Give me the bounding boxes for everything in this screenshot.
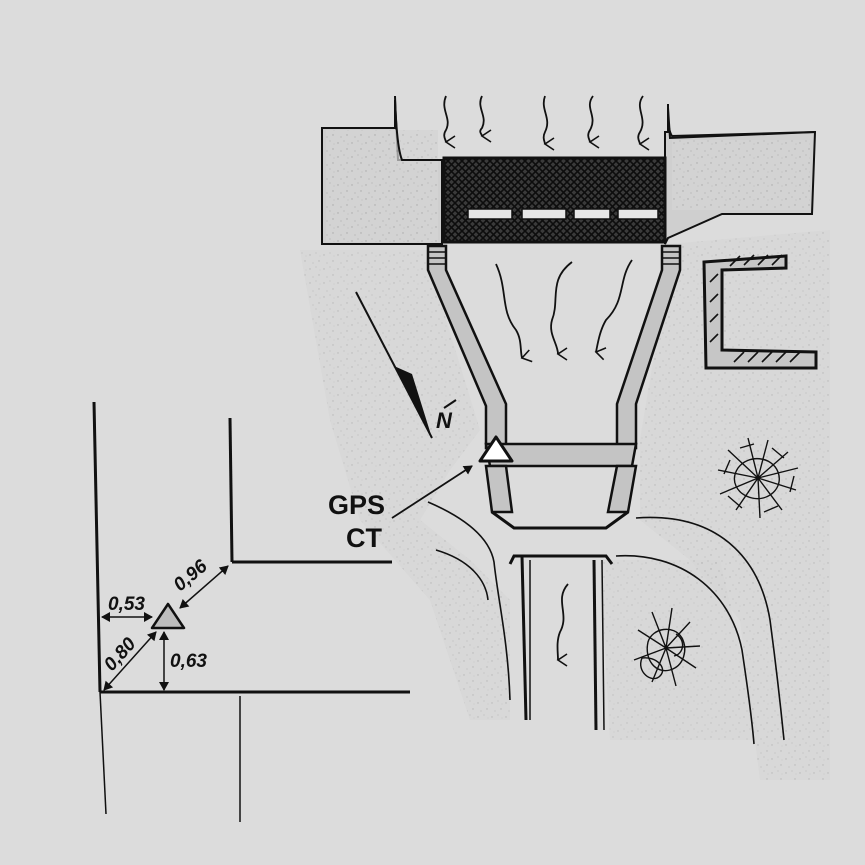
triangle-icon (150, 602, 186, 630)
dimension-lines (101, 565, 229, 691)
path-edges (427, 501, 785, 745)
north-label: N (436, 408, 453, 433)
wavy-arrow-icon (556, 583, 569, 667)
dimension-label-d2: 0,96 (170, 556, 212, 596)
shrub-icon (717, 437, 799, 519)
gps-label-line2: CT (346, 523, 382, 553)
dimension-label-d3: 0,80 (100, 633, 141, 675)
grate-inlet (442, 156, 667, 244)
triangle-icon (478, 435, 514, 463)
gps-label-line1: GPS (328, 490, 385, 520)
funnel-flow-arrows (495, 259, 633, 363)
dimension-arrow-d3 (103, 631, 157, 691)
dimension-arrow-d2 (179, 565, 229, 609)
inset-plan (92, 401, 410, 822)
wavy-arrow-icon (479, 95, 492, 143)
wavy-arrow-icon (443, 95, 456, 149)
wavy-arrow-icon (542, 95, 555, 151)
wavy-arrow-icon (550, 261, 573, 361)
north-arrow-icon: N (355, 291, 457, 439)
wavy-arrow-icon (495, 263, 533, 363)
wavy-arrow-icon (594, 259, 633, 361)
inflow-arrows (443, 95, 650, 151)
building-corner (702, 254, 818, 370)
outlet-channel (508, 554, 614, 731)
dimension-label-d1: 0,53 (108, 594, 145, 615)
wavy-arrow-icon (637, 95, 650, 151)
inset-gps-marker (150, 602, 186, 630)
shrub-icon (633, 607, 701, 687)
road-edge-line (394, 95, 442, 161)
road-edge-line-right (667, 103, 816, 138)
wavy-arrow-icon (587, 95, 600, 149)
road-surface (321, 99, 817, 245)
gps-marker: GPS CT (328, 435, 514, 553)
dimension-label-d4: 0,63 (170, 651, 207, 672)
